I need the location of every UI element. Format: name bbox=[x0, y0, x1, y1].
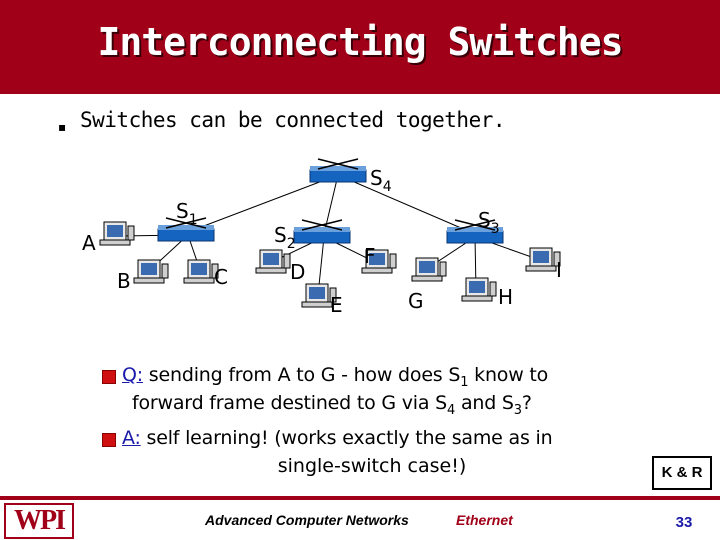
host-g-label: G bbox=[408, 289, 424, 313]
host-d-label: D bbox=[290, 260, 305, 284]
answer-text-1: self learning! (works exactly the same a… bbox=[140, 427, 553, 449]
bullet-text: Switches can be connected together. bbox=[80, 108, 506, 132]
question-text-5: ? bbox=[521, 392, 532, 414]
answer-tag: A: bbox=[122, 427, 141, 449]
host-h-label: H bbox=[498, 285, 513, 309]
switch-s4 bbox=[309, 158, 367, 183]
host-a-label: A bbox=[82, 231, 96, 255]
question-sub-1: 1 bbox=[460, 374, 469, 390]
q-bullet-icon bbox=[102, 370, 116, 384]
host-f-label: F bbox=[364, 244, 376, 268]
host-b-label: B bbox=[117, 269, 131, 293]
question-text-1: sending from A to G - how does S bbox=[142, 364, 461, 386]
a-bullet-icon bbox=[102, 433, 116, 447]
answer-line-2: single-switch case!) bbox=[277, 455, 467, 477]
question-text-4: and S bbox=[455, 392, 514, 414]
host-a bbox=[99, 221, 135, 246]
host-b bbox=[133, 259, 169, 284]
bullet-icon: ▪ bbox=[58, 120, 67, 134]
question-text-2: know to bbox=[468, 364, 549, 386]
host-d bbox=[255, 249, 291, 274]
switch-s2-label: S2 bbox=[274, 223, 296, 252]
network-diagram: S4 S1 S2 S3 A B C D E F G H I bbox=[82, 158, 562, 317]
host-i bbox=[525, 247, 561, 272]
switch-s1-label: S1 bbox=[176, 199, 198, 228]
host-c-label: C bbox=[214, 265, 228, 289]
host-h bbox=[461, 277, 497, 302]
question-line-2: forward frame destined to G via S4 and S… bbox=[132, 392, 532, 418]
host-g bbox=[411, 257, 447, 282]
answer-line-1: A: self learning! (works exactly the sam… bbox=[122, 427, 553, 449]
footer-course: Advanced Computer Networks bbox=[205, 512, 409, 528]
switch-s3-label: S3 bbox=[478, 208, 500, 237]
question-text-3: forward frame destined to G via S bbox=[132, 392, 448, 414]
switch-s4-label: S4 bbox=[370, 166, 392, 195]
host-c bbox=[183, 259, 219, 284]
footer-topic: Ethernet bbox=[456, 512, 513, 528]
wpi-logo: WPI bbox=[4, 503, 74, 539]
switch-s2 bbox=[293, 219, 351, 244]
slide-title: Interconnecting Switches bbox=[97, 20, 623, 64]
title-bar bbox=[0, 0, 720, 94]
question-sub-3: 3 bbox=[513, 402, 522, 418]
footer-rule bbox=[0, 496, 720, 500]
page-number: 33 bbox=[675, 514, 693, 531]
question-sub-4: 4 bbox=[447, 402, 456, 418]
host-i-label: I bbox=[556, 258, 562, 282]
host-e-label: E bbox=[330, 293, 343, 317]
question-line-1: Q: sending from A to G - how does S1 kno… bbox=[122, 364, 548, 390]
question-tag: Q: bbox=[122, 364, 143, 386]
credit-badge: K & R bbox=[652, 456, 712, 490]
